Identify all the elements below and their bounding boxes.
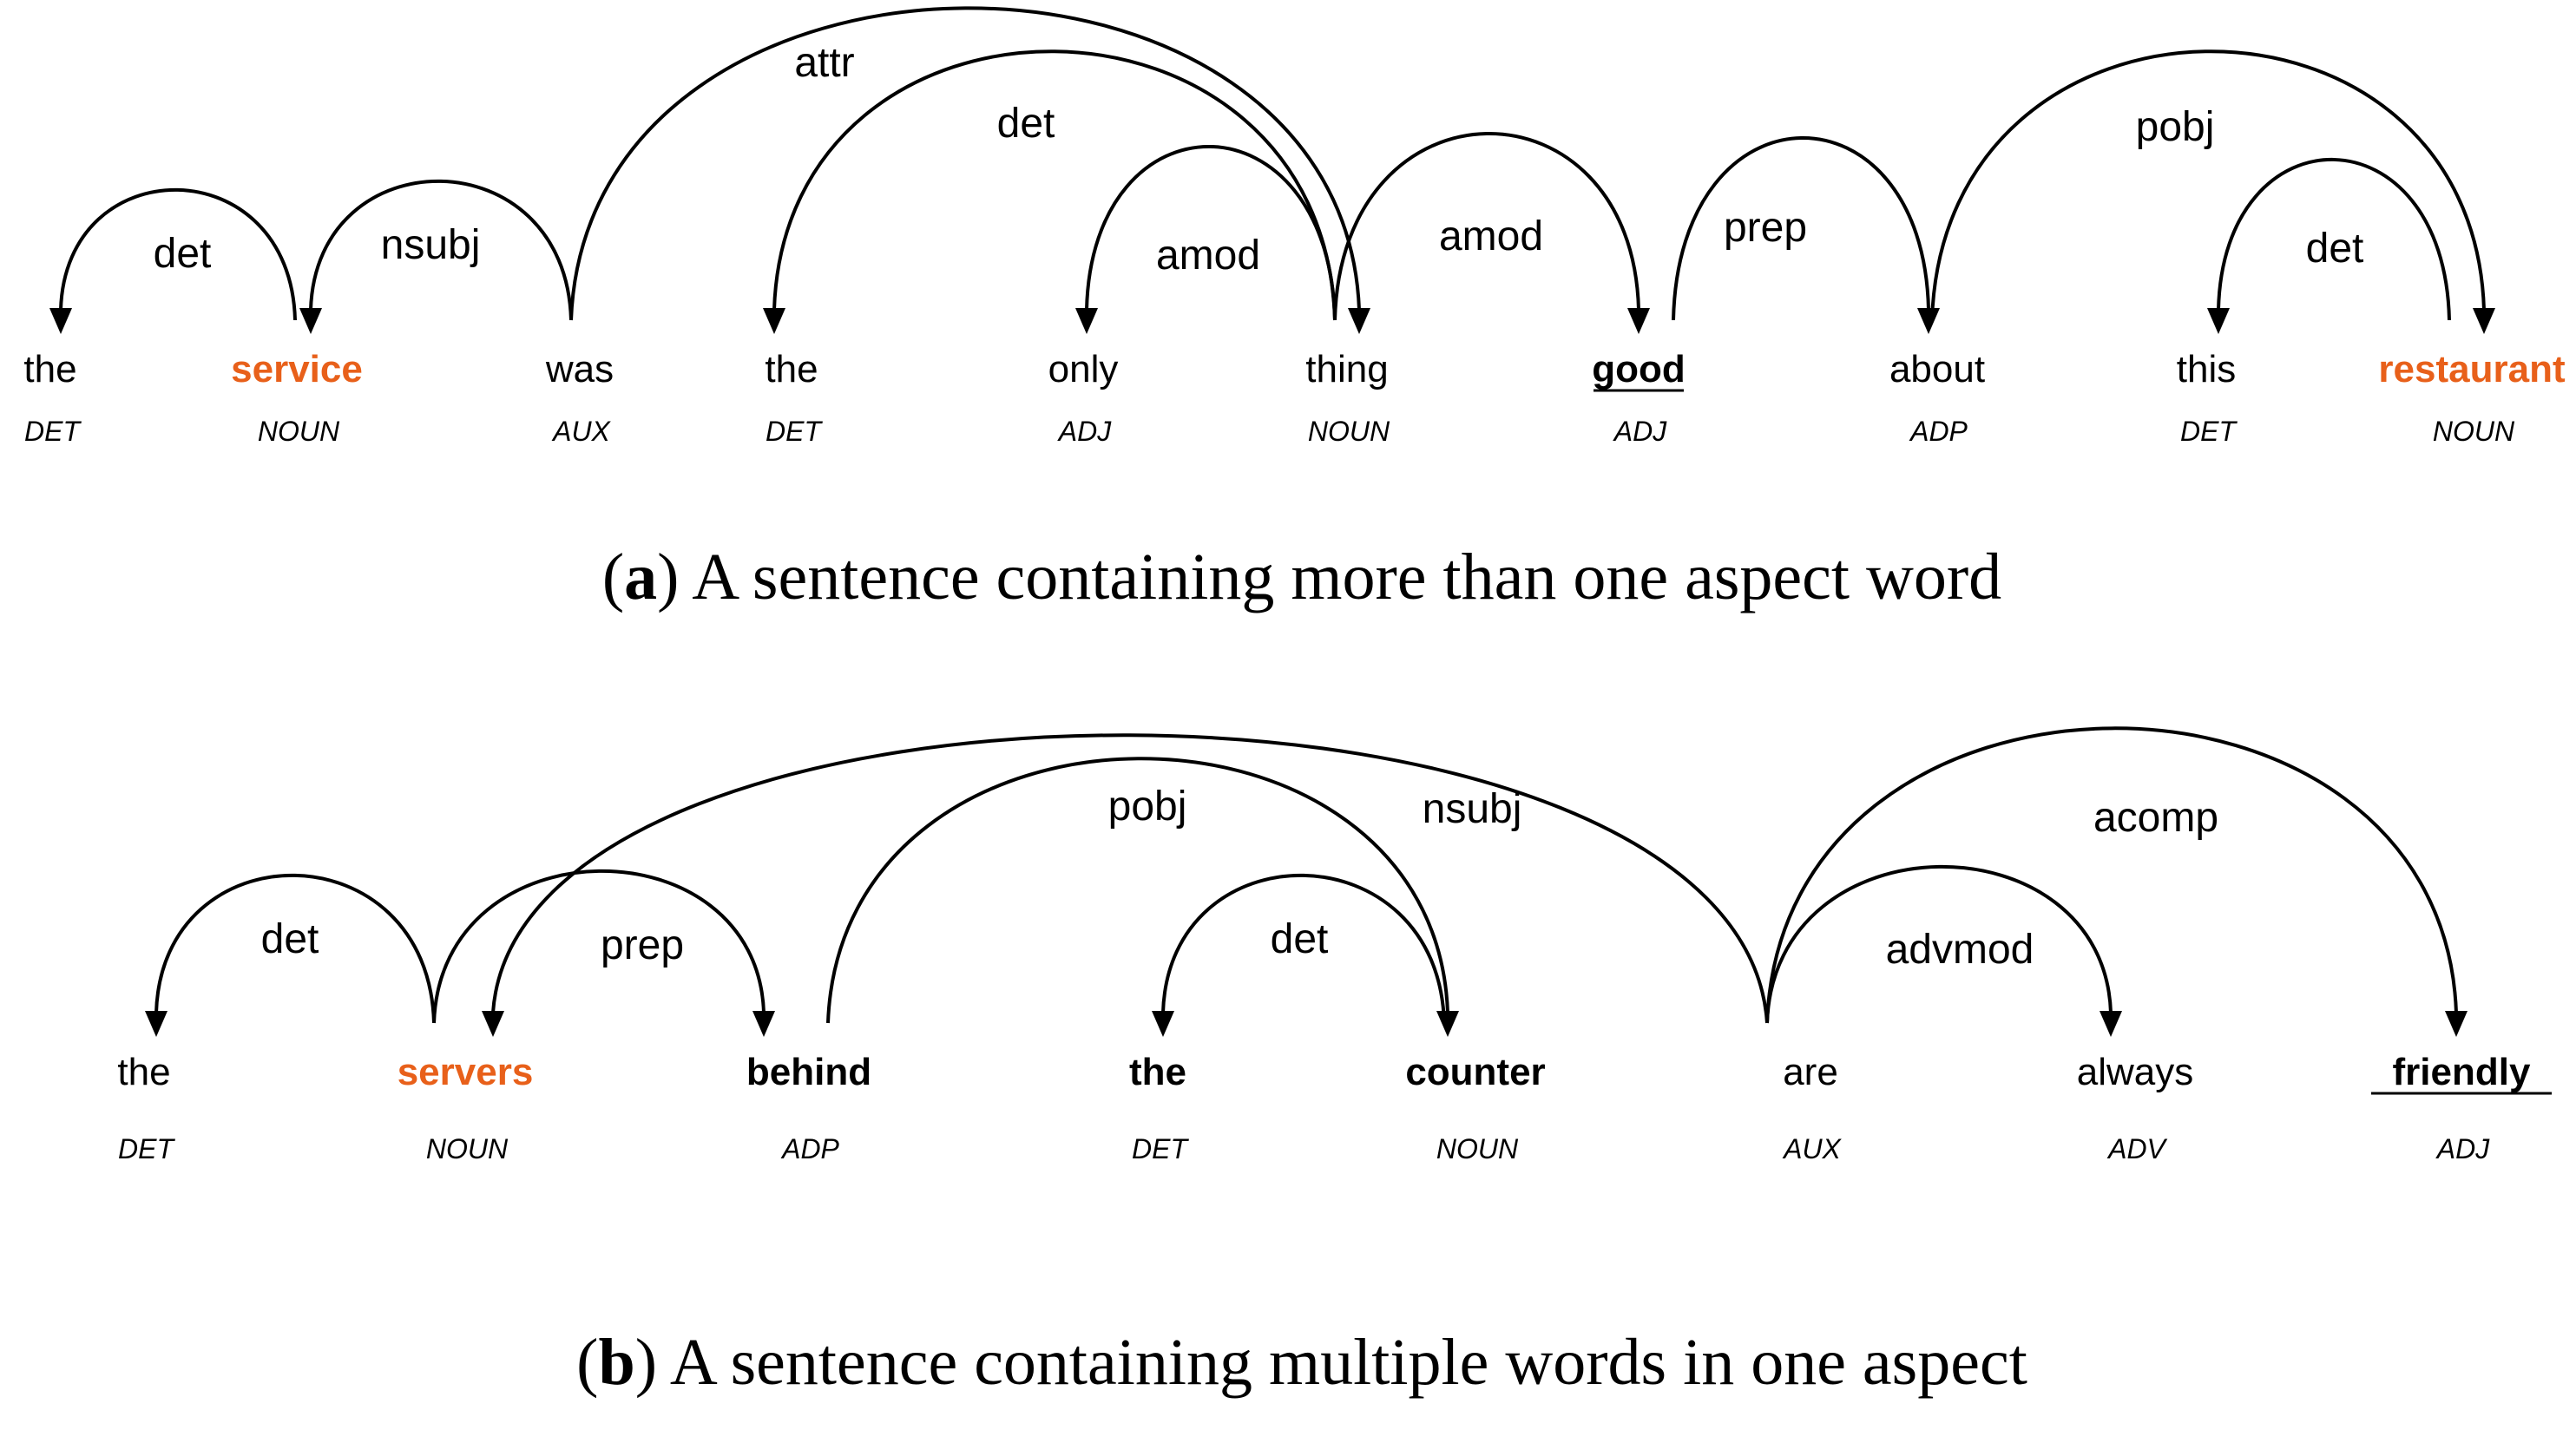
- panel-a-pos-2: AUX: [551, 416, 611, 447]
- panel-b-caption-text: A sentence containing multiple words in …: [657, 1326, 2027, 1399]
- panel-b-arrowhead-6: [2445, 1011, 2468, 1037]
- panel-a-arc-det-3: [772, 49, 1337, 321]
- panel-b-arc-label-2: pobj: [1108, 784, 1187, 830]
- panel-a-pos-3: DET: [766, 416, 823, 447]
- panel-b-arc-prep-1: [432, 869, 766, 1024]
- panel-a-arc-prep-6: [1672, 136, 1930, 321]
- panel-a-token-8: this: [2177, 348, 2236, 390]
- panel-a-arrowhead-8: [2207, 308, 2230, 334]
- panel-b-pos-6: ADV: [2106, 1133, 2167, 1164]
- panel-b-arc-label-3: det: [1271, 916, 1329, 962]
- panel-a-arc-pobj-7: [1930, 49, 2486, 321]
- panel-b-token-7: friendly: [2393, 1051, 2531, 1093]
- panel-a-token-2: was: [545, 348, 614, 390]
- panel-b-arc-advmod-5: [1765, 864, 2113, 1024]
- panel-b-caption-close: ): [635, 1326, 657, 1399]
- panel-a-pos-5: NOUN: [1308, 416, 1390, 447]
- panel-a-arc-label-2: attr: [794, 40, 854, 86]
- panel-b-arc-nsubj-4: [491, 733, 1769, 1024]
- panel-a-token-6: good: [1592, 348, 1686, 390]
- panel-b-arc-label-1: prep: [601, 922, 684, 968]
- panel-b-token-2: behind: [746, 1051, 871, 1093]
- panel-b-caption-open: (: [576, 1326, 598, 1399]
- panel-a-arrowhead-4: [1075, 308, 1098, 334]
- panel-a-caption-label: a: [624, 541, 657, 613]
- panel-a-pos-8: DET: [2180, 416, 2238, 447]
- panel-b-token-4: counter: [1405, 1051, 1545, 1093]
- panel-a-arc-nsubj-1: [309, 179, 573, 321]
- panel-b-arc-label-0: det: [261, 916, 319, 962]
- panel-a-pos-6: ADJ: [1613, 416, 1667, 447]
- panel-b-token-5: are: [1783, 1051, 1838, 1093]
- panel-b-pos-7: ADJ: [2435, 1133, 2490, 1164]
- panel-a-caption: (a) A sentence containing more than one …: [602, 541, 2001, 613]
- panel-b-pos-0: DET: [118, 1133, 175, 1164]
- panel-a-pos-9: NOUN: [2433, 416, 2515, 447]
- panel-a-token-0: the: [23, 348, 76, 390]
- panel-a-arrowhead-7: [2473, 308, 2495, 334]
- panel-a-arc-det-0: [59, 187, 297, 321]
- panel-b-arc-label-6: acomp: [2093, 795, 2218, 841]
- panel-a-arc-det-8: [2217, 157, 2451, 321]
- panel-a-arrowhead-2: [1348, 308, 1370, 334]
- panel-a-token-9: restaurant: [2378, 348, 2566, 390]
- panel-b-caption: (b) A sentence containing multiple words…: [576, 1326, 2027, 1399]
- panel-a-pos-0: DET: [24, 416, 82, 447]
- panel-a-arc-amod-4: [1085, 145, 1337, 321]
- panel-b-pos-5: AUX: [1782, 1133, 1842, 1164]
- panel-b-token-0: the: [117, 1051, 170, 1093]
- panel-b-caption-label: b: [598, 1326, 634, 1399]
- panel-a-arc-attr-2: [569, 6, 1361, 321]
- panel-a-arc-label-4: amod: [1156, 233, 1260, 279]
- panel-b-arc-det-0: [154, 873, 436, 1024]
- panel-a-arc-label-5: amod: [1439, 213, 1543, 259]
- panel-a-arc-label-8: det: [2306, 226, 2364, 272]
- panel-b-arc-label-4: nsubj: [1423, 786, 1522, 832]
- panel-b-arc-label-5: advmod: [1886, 927, 2034, 973]
- panel-b-arrowhead-5: [2100, 1011, 2122, 1037]
- panel-b-token-6: always: [2077, 1051, 2194, 1093]
- panel-b-arc-det-3: [1161, 873, 1446, 1024]
- panel-a-arc-label-7: pobj: [2136, 104, 2215, 150]
- panel-b-pos-1: NOUN: [426, 1133, 509, 1164]
- panel-a-token-1: service: [231, 348, 363, 390]
- panel-b-arrowhead-3: [1152, 1011, 1174, 1037]
- panel-a-arc-label-0: det: [154, 231, 212, 277]
- panel-a-arc-amod-5: [1333, 132, 1640, 321]
- panel-b-arrowhead-2: [1436, 1011, 1459, 1037]
- panel-a-token-4: only: [1048, 348, 1119, 390]
- panel-a-arrowhead-0: [49, 308, 72, 334]
- panel-b-arrowhead-1: [752, 1011, 775, 1037]
- panel-b-token-3: the: [1129, 1051, 1186, 1093]
- panel-a-pos-4: ADJ: [1057, 416, 1112, 447]
- panel-a-caption-close: ): [657, 541, 679, 613]
- panel-b-pos-4: NOUN: [1436, 1133, 1519, 1164]
- panel-a-caption-open: (: [602, 541, 624, 613]
- panel-b-arc-pobj-2: [826, 757, 1449, 1024]
- panel-b-arrowhead-4: [482, 1011, 504, 1037]
- panel-b-arc-acomp-6: [1765, 726, 2458, 1024]
- panel-a: det nsubj attr det amod amod prep pobj det theDET…: [23, 6, 2566, 613]
- panel-a-caption-text: A sentence containing more than one aspe…: [679, 541, 2001, 613]
- panel-a-arrowhead-5: [1627, 308, 1650, 334]
- panel-a-token-5: thing: [1305, 348, 1388, 390]
- panel-a-arrowhead-6: [1917, 308, 1940, 334]
- panel-a-arc-label-3: det: [997, 101, 1055, 147]
- panel-b-arrowhead-0: [145, 1011, 168, 1037]
- panel-a-arc-label-6: prep: [1724, 205, 1807, 251]
- panel-b-pos-3: DET: [1132, 1133, 1189, 1164]
- panel-a-arc-label-1: nsubj: [381, 222, 481, 268]
- panel-b-pos-2: ADP: [780, 1133, 839, 1164]
- panel-a-pos-7: ADP: [1909, 416, 1968, 447]
- panel-b-token-1: servers: [398, 1051, 534, 1093]
- panel-a-arrowhead-1: [299, 308, 322, 334]
- panel-a-pos-1: NOUN: [258, 416, 340, 447]
- panel-a-token-3: the: [765, 348, 818, 390]
- panel-a-token-7: about: [1889, 348, 1985, 390]
- panel-a-arrowhead-3: [763, 308, 785, 334]
